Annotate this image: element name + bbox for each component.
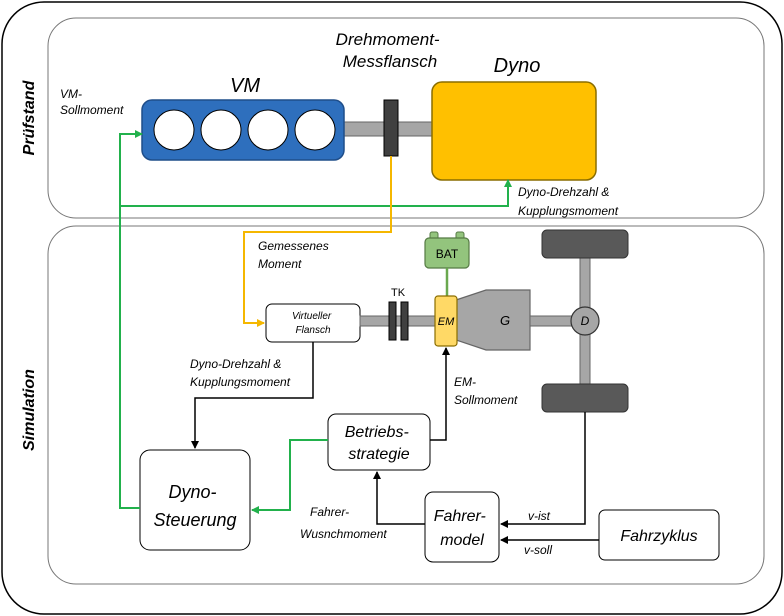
strategy-label: Betriebs- strategie — [345, 424, 413, 463]
v-target-label: v-soll — [524, 543, 552, 557]
differential-label: D — [581, 314, 590, 328]
engine-cylinder-2 — [200, 109, 242, 151]
virtual-flange-label: Virtueller Flansch — [292, 311, 334, 336]
e-machine-label: EM — [438, 316, 455, 328]
gearbox-label: G — [500, 313, 510, 328]
driver-model-box — [424, 491, 500, 563]
em-setpoint-label: EM- Sollmoment — [454, 375, 518, 407]
driver-request-label: Fahrer- Wusnchmoment — [300, 505, 387, 541]
virtual-flange-box — [265, 303, 361, 343]
clutch-plate-left — [388, 301, 397, 341]
driver-request-signal — [373, 471, 425, 525]
drive-cycle-label: Fahrzyklus — [620, 528, 697, 545]
v-actual-label: v-ist — [528, 509, 551, 523]
battery-label: BAT — [436, 247, 459, 261]
engine-setpoint-signal — [119, 130, 143, 509]
dyno-control-label: Dyno- Steuerung — [153, 482, 236, 530]
engine-cylinder-4 — [294, 109, 336, 151]
dyno-block — [431, 81, 597, 181]
measured-torque-signal — [243, 156, 392, 327]
wheel-front — [541, 229, 629, 259]
virtual-flange-to-dyno-control — [191, 342, 314, 449]
dyno-control-box — [139, 449, 251, 551]
engine-label: VM — [230, 75, 260, 97]
gearbox — [455, 289, 531, 351]
torque-flange-label: Drehmoment- Messflansch — [336, 30, 445, 71]
sim-dyno-feedback-label: Dyno-Drehzahl & Kupplungsmoment — [190, 357, 291, 389]
engine-setpoint-label: VM- Sollmoment — [60, 87, 124, 117]
dyno-setpoint-signal — [120, 179, 512, 207]
v-actual-signal — [500, 412, 586, 528]
strategy-box — [327, 413, 431, 471]
dyno-feedback-label: Dyno-Drehzahl & Kupplungsmoment — [518, 185, 619, 218]
e-machine — [434, 295, 458, 347]
engine-cylinder-3 — [247, 109, 289, 151]
sim-shaft-1 — [359, 315, 437, 327]
measured-torque-label: Gemessenes Moment — [258, 239, 332, 271]
wheel-rear — [541, 383, 629, 413]
sim-shaft-2 — [529, 315, 573, 327]
clutch-label: TK — [391, 287, 406, 299]
strategy-to-dyno-control — [251, 439, 328, 514]
differential — [570, 306, 600, 336]
simulation-label: Simulation — [21, 369, 38, 451]
test-bench-label: Prüfstand — [21, 79, 38, 155]
dyno-label: Dyno — [494, 55, 541, 77]
drive-cycle-box — [598, 509, 720, 561]
em-setpoint-signal — [430, 347, 450, 441]
clutch-plate-right — [400, 301, 409, 341]
driver-model-label: Fahrer- model — [434, 508, 491, 549]
torque-flange — [383, 99, 399, 157]
engine-cylinder-1 — [153, 109, 195, 151]
